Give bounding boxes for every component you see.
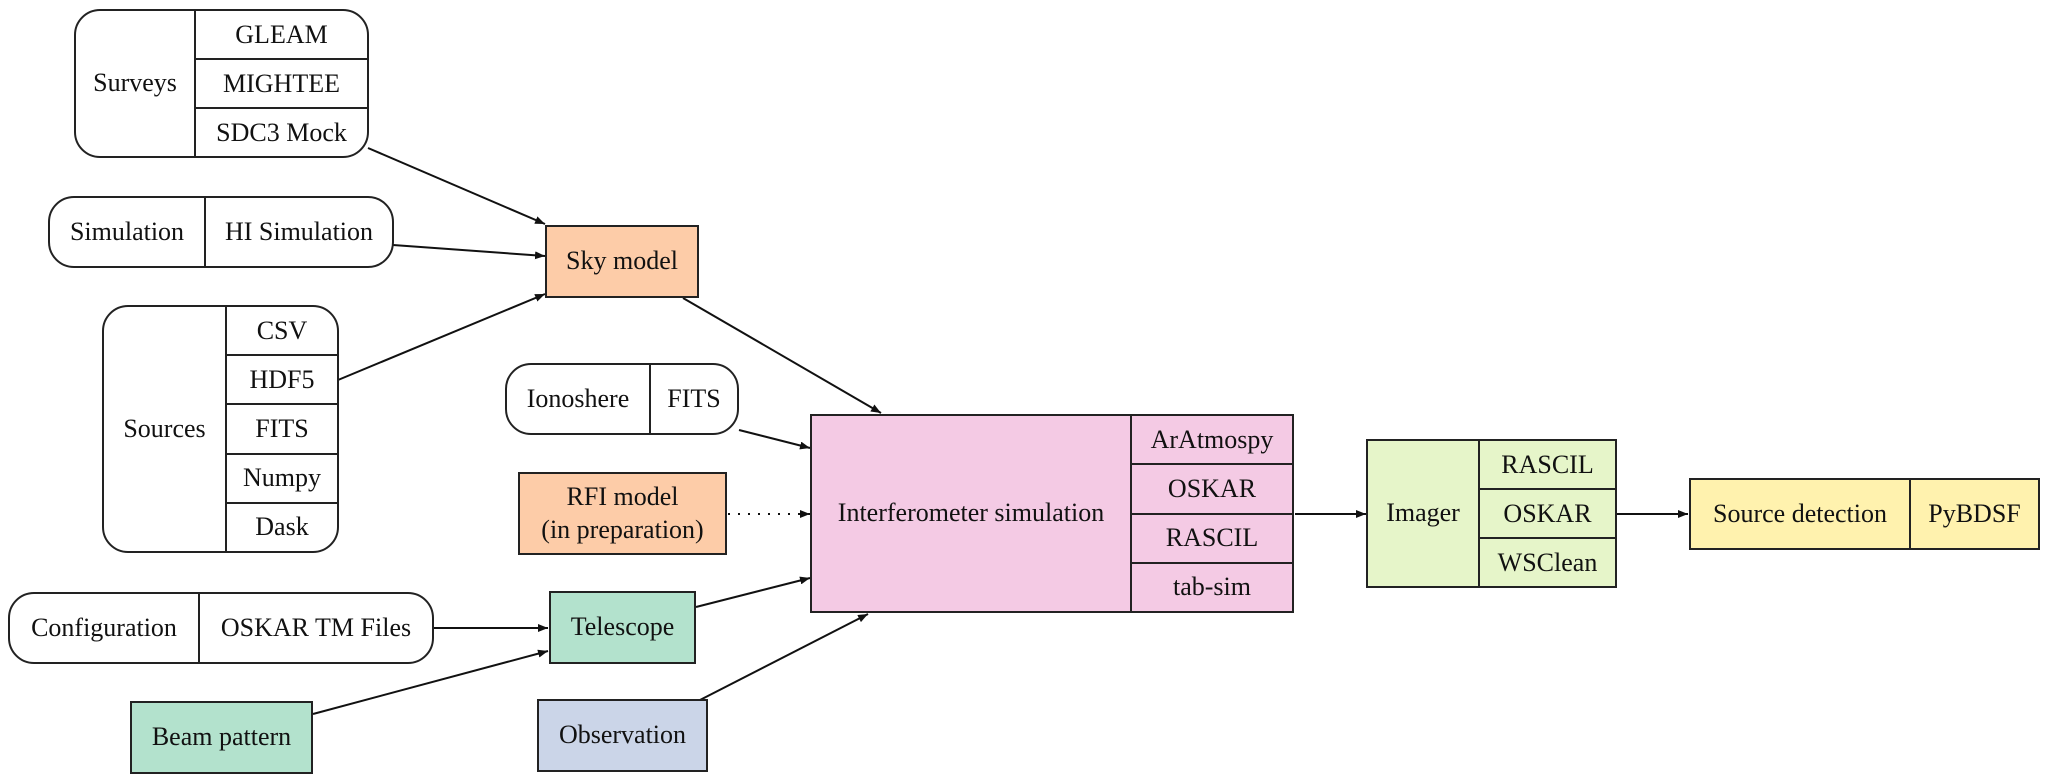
observation-label: Observation	[558, 720, 687, 750]
simulation-node: Simulation HI Simulation	[48, 196, 394, 268]
simulation-field-hi: HI Simulation	[204, 198, 392, 266]
edge-sky-model-to-interferometer	[682, 297, 882, 414]
edge-simulation-to-sky-model	[392, 244, 546, 260]
ionosphere-node: Ionoshere FITS	[505, 363, 739, 435]
configuration-node: Configuration OSKAR TM Files	[8, 592, 434, 664]
sources-label: Sources	[123, 413, 206, 443]
source-detection-field-pybdsf: PyBDSF	[1909, 480, 2038, 548]
edge-beam-pattern-to-telescope	[312, 649, 549, 715]
source-field-dask: Dask	[227, 501, 337, 551]
imager-label: Imager	[1386, 498, 1460, 528]
source-field-fits: FITS	[227, 403, 337, 452]
edge-observation-to-interferometer	[699, 613, 869, 701]
rfi-model-node: RFI model (in preparation)	[518, 472, 727, 555]
beam-pattern-label: Beam pattern	[151, 722, 292, 752]
edge-telescope-to-interferometer	[695, 576, 811, 608]
simulation-label: Simulation	[69, 217, 185, 246]
interferometer-field-tab-sim: tab-sim	[1132, 561, 1292, 611]
interferometer-label: Interferometer simulation	[837, 498, 1105, 528]
ionosphere-field-fits: FITS	[649, 365, 737, 433]
edge-ionosphere-to-interferometer	[738, 429, 811, 450]
imager-field-rascil: RASCIL	[1501, 449, 1594, 479]
source-detection-node: Source detection PyBDSF	[1689, 478, 2040, 550]
imager-field-wsclean: WSClean	[1480, 537, 1615, 586]
sky-model-label: Sky model	[566, 246, 678, 276]
ionosphere-label: Ionoshere	[526, 384, 630, 413]
rfi-model-label: RFI model	[566, 482, 679, 511]
interferometer-field-rascil: RASCIL	[1132, 512, 1292, 562]
beam-pattern-node: Beam pattern	[130, 701, 313, 774]
edge-surveys-to-sky-model	[367, 147, 546, 225]
sources-node: Sources CSV HDF5 FITS Numpy Dask	[102, 305, 339, 553]
sky-model-node: Sky model	[545, 225, 699, 298]
surveys-label: Surveys	[93, 68, 177, 98]
imager-node: Imager RASCIL OSKAR WSClean	[1366, 439, 1617, 588]
telescope-label: Telescope	[570, 612, 675, 642]
edge-sources-to-sky-model	[337, 293, 546, 381]
source-field-numpy: Numpy	[227, 452, 337, 502]
surveys-node: Surveys GLEAM MIGHTEE SDC3 Mock	[74, 9, 369, 158]
source-field-hdf5: HDF5	[227, 354, 337, 403]
configuration-field-tm-files: OSKAR TM Files	[198, 594, 432, 662]
observation-node: Observation	[537, 699, 708, 772]
survey-field-mightee: MIGHTEE	[196, 58, 367, 107]
telescope-node: Telescope	[549, 591, 696, 664]
source-field-csv: CSV	[256, 315, 308, 345]
interferometer-field-aratmospy: ArAtmospy	[1150, 424, 1274, 454]
survey-field-sdc3-mock: SDC3 Mock	[196, 107, 367, 156]
interferometer-field-oskar: OSKAR	[1132, 463, 1292, 512]
configuration-label: Configuration	[31, 613, 177, 642]
survey-field-gleam: GLEAM	[235, 19, 328, 49]
imager-field-oskar: OSKAR	[1480, 488, 1615, 537]
source-detection-label: Source detection	[1713, 499, 1887, 528]
interferometer-simulation-node: Interferometer simulation ArAtmospy OSKA…	[810, 414, 1294, 613]
rfi-model-note: (in preparation)	[541, 514, 704, 544]
